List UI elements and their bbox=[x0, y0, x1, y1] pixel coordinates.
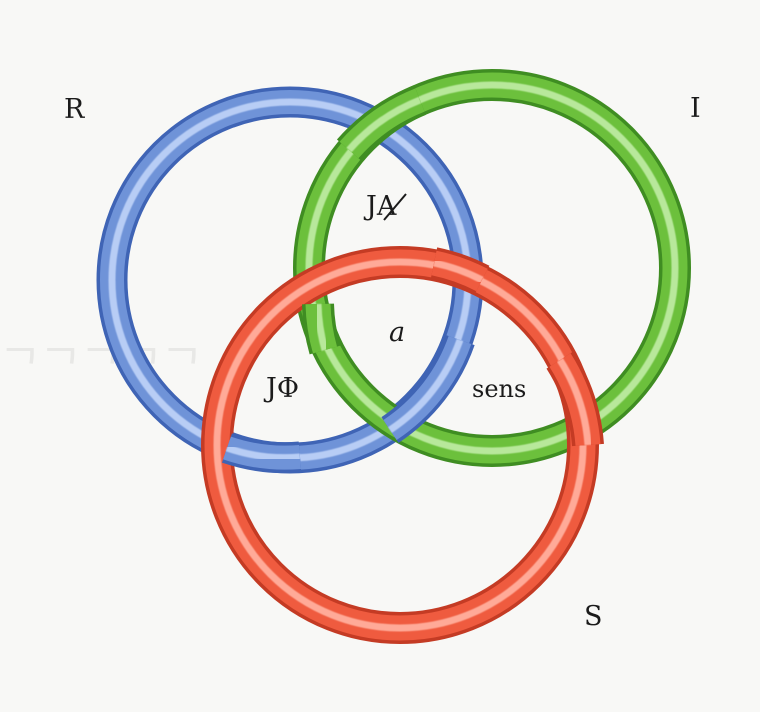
crossing-blue-over-green bbox=[381, 334, 475, 443]
crossing-green-over-blue bbox=[336, 85, 427, 161]
label-a: a bbox=[389, 317, 406, 348]
slash-mark bbox=[383, 193, 407, 221]
crossing-red-over-blue bbox=[430, 247, 490, 295]
ring-i bbox=[293, 69, 691, 467]
label-ja-barred-text: JA bbox=[366, 191, 397, 222]
label-s: S bbox=[584, 601, 603, 632]
label-sens: sens bbox=[472, 375, 527, 403]
crossing-blue-over-red bbox=[221, 433, 302, 474]
crossing-green-over-red bbox=[302, 303, 341, 355]
label-jphi: JΦ bbox=[266, 373, 299, 404]
label-ja-barred: JA bbox=[366, 191, 407, 222]
label-r: R bbox=[64, 94, 85, 125]
crossing-red-over-green bbox=[546, 351, 604, 447]
label-i: I bbox=[690, 93, 701, 124]
